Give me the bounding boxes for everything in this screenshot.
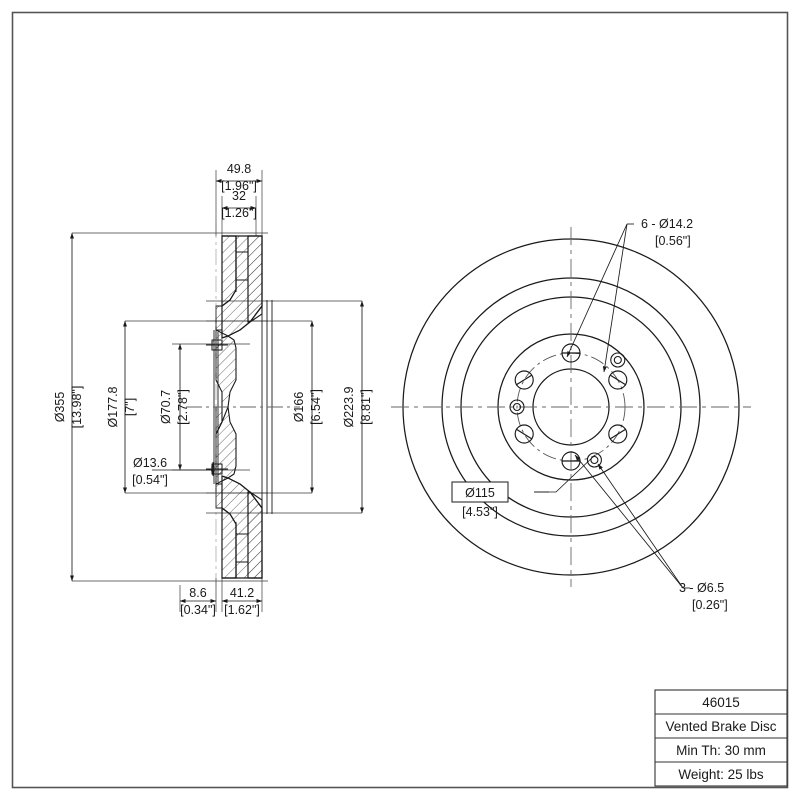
lug-hole [514, 424, 534, 444]
small-holes [509, 352, 626, 468]
dim-overall-width-in: [1.96"] [221, 179, 257, 193]
bolt-circle-callout-box [451, 481, 509, 503]
small-hole-outer [586, 452, 602, 468]
title-description: Vented Brake Disc [665, 719, 776, 734]
callout-small-holes-line1: 3 - Ø6.5 [679, 581, 724, 595]
dim-bore-dia-mm: Ø70.7 [159, 390, 173, 424]
dim-lug-hole-dia-mm: Ø13.6 [133, 456, 167, 470]
small-hole-outer [610, 352, 626, 368]
section-dimension-texts: 49.8 [1.96"] 32 [1.26"] Ø355 [13.98"] Ø1… [53, 162, 373, 617]
dim-hat-dia-mm: Ø223.9 [342, 386, 356, 427]
dim-overall-width-mm: 49.8 [227, 162, 251, 176]
dim-offset-mm: 8.6 [189, 586, 206, 600]
dim-inner-face-dia-mm: Ø166 [292, 392, 306, 423]
lug-holes [514, 343, 628, 471]
callout-small-holes-line2: [0.26"] [692, 598, 728, 612]
dim-mount-dia-mm: Ø177.8 [106, 386, 120, 427]
dim-inner-face-dia-in: [6.54"] [309, 389, 323, 425]
sheet-border [11, 11, 789, 789]
dim-lug-hole-dia-in: [0.54"] [132, 473, 168, 487]
face-callout-texts: 6 - Ø14.2 [0.56"] 3 - Ø6.5 [0.26"] Ø115 … [462, 217, 728, 612]
callout-bolt-circle-boxed: Ø115 [465, 486, 495, 500]
dim-outer-dia-mm: Ø355 [53, 392, 67, 423]
disc-profile-upper [215, 235, 263, 339]
bolt-circle-leader [534, 454, 596, 493]
callout-lug-holes-line2: [0.56"] [655, 234, 691, 248]
dim-mount-dia-in: [7"] [123, 398, 137, 416]
dim-outer-dia-in: [13.98"] [70, 386, 84, 429]
title-min-thickness: Min Th: 30 mm [676, 743, 766, 758]
face-view [391, 223, 751, 589]
small-hole-outer [509, 399, 525, 415]
dimension-lines-section [69, 178, 365, 604]
dim-offset-in: [0.34"] [180, 603, 216, 617]
dim-depth-in: [1.62"] [224, 603, 260, 617]
face-leader-lines [534, 223, 690, 589]
dim-bore-dia-in: [2.78"] [176, 389, 190, 425]
section-view [72, 170, 362, 612]
lug-hole [514, 370, 534, 390]
dim-depth-mm: 41.2 [230, 586, 254, 600]
title-weight: Weight: 25 lbs [678, 767, 764, 782]
dim-hat-dia-in: [8.81"] [359, 389, 373, 425]
dim-pad-width-mm: 32 [232, 189, 246, 203]
lug-hole [608, 370, 628, 390]
title-block-dividers [655, 713, 787, 763]
face-centerlines [391, 227, 751, 587]
dim-pad-width-in: [1.26"] [221, 206, 257, 220]
callout-bolt-circle-in: [4.53"] [462, 505, 498, 519]
small-hole-inner [613, 355, 622, 365]
callout-lug-holes-line1: 6 - Ø14.2 [641, 217, 693, 231]
small-hole-inner [590, 455, 599, 465]
lug-hole [608, 424, 628, 444]
title-part-number: 46015 [702, 695, 740, 710]
small-hole-inner [512, 402, 522, 412]
disc-profile-lower [215, 475, 263, 579]
title-block: 46015 Vented Brake Disc Min Th: 30 mm We… [654, 689, 788, 787]
hub-wall [206, 329, 237, 485]
rotor-second-circle [441, 277, 701, 537]
